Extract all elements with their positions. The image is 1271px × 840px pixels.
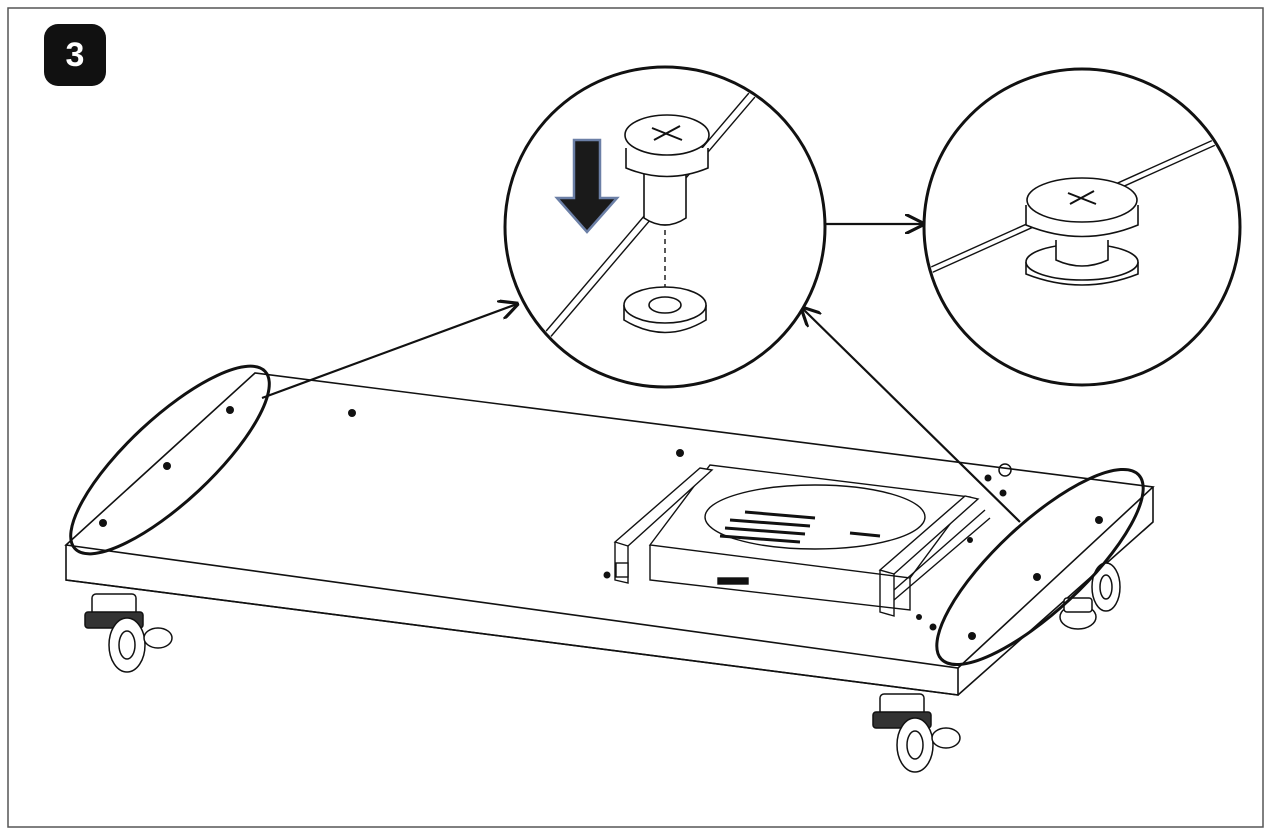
- down-arrow-icon: [554, 138, 620, 234]
- highlight-left-edge: [69, 364, 271, 556]
- washer: [623, 286, 707, 334]
- highlight-right-edge: [935, 467, 1145, 667]
- caster-back-right: [1059, 562, 1121, 630]
- screw-installed: [1025, 177, 1139, 286]
- page-border: [7, 7, 1264, 828]
- fan-tray: [613, 464, 991, 617]
- caster-front-left: [84, 593, 173, 673]
- detail-after: [922, 67, 1242, 387]
- mounting-holes: [99, 406, 1103, 640]
- callout-arrow-left: [261, 304, 517, 400]
- caster-front-right: [872, 693, 961, 773]
- detail-before: [503, 65, 827, 389]
- step-number-badge: 3: [44, 24, 106, 86]
- base-panel: [64, 372, 1155, 696]
- callout-arrow-right: [802, 308, 1021, 523]
- screw: [624, 114, 710, 226]
